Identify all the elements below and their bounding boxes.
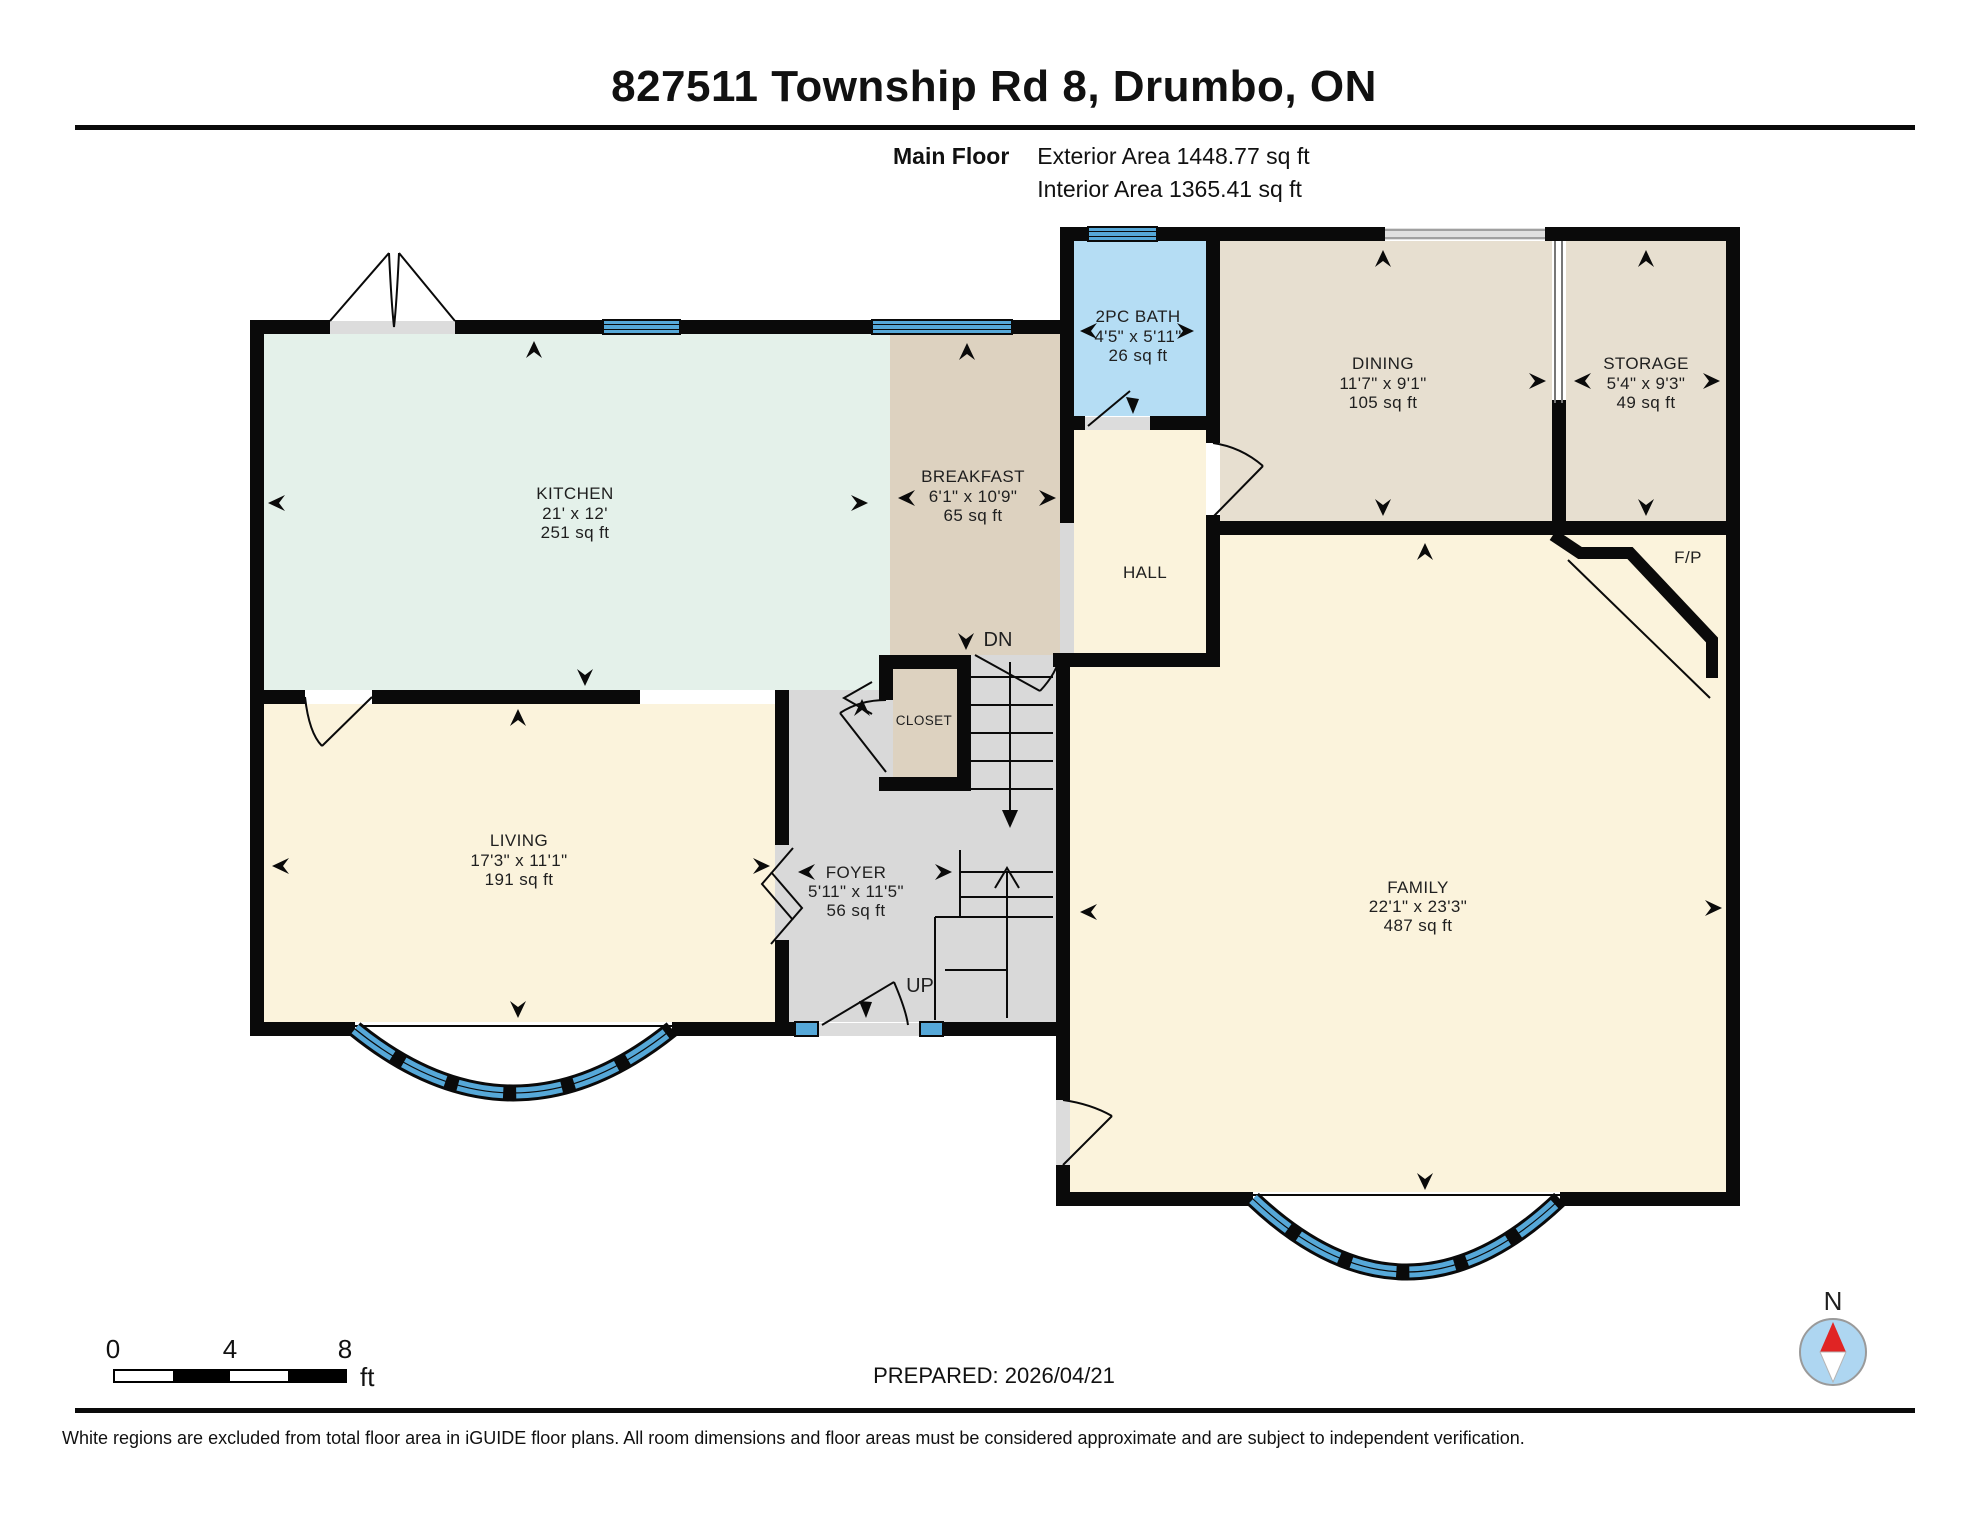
storage-label: STORAGE bbox=[1603, 354, 1689, 373]
divider-bottom bbox=[75, 1408, 1915, 1413]
prepared-date: PREPARED: 2026/04/21 bbox=[873, 1363, 1115, 1388]
dining-hall-door bbox=[1212, 442, 1264, 518]
stairs-up bbox=[934, 850, 1053, 1020]
bath-label: 2PC BATH bbox=[1095, 307, 1180, 326]
storage-dims: 5'4" x 9'3" bbox=[1607, 374, 1686, 393]
north-label: N bbox=[1824, 1286, 1843, 1316]
disclaimer-text: White regions are excluded from total fl… bbox=[62, 1428, 1525, 1448]
walls bbox=[250, 227, 1740, 1206]
living-area: 191 sq ft bbox=[485, 870, 554, 889]
kitchen-floor bbox=[264, 334, 890, 690]
breakfast-floor bbox=[890, 334, 1060, 655]
living-floor bbox=[264, 704, 775, 1022]
hall-floor bbox=[1074, 430, 1206, 653]
kitchen-area: 251 sq ft bbox=[541, 523, 610, 542]
compass-icon: N bbox=[1799, 1286, 1867, 1386]
living-foyer-opening bbox=[760, 847, 804, 945]
front-sidelight-left bbox=[794, 1021, 819, 1037]
dining-top-opening bbox=[1385, 228, 1545, 240]
scale-tick-4: 4 bbox=[222, 1334, 238, 1364]
room-labels: KITCHEN 21' x 12' 251 sq ft BREAKFAST 6'… bbox=[470, 307, 1701, 997]
family-label: FAMILY bbox=[1387, 878, 1449, 897]
dining-label: DINING bbox=[1352, 354, 1414, 373]
scale-tick-8: 8 bbox=[337, 1334, 353, 1364]
breakfast-label: BREAKFAST bbox=[921, 467, 1025, 486]
door-sills bbox=[330, 321, 1150, 1165]
closet-label: CLOSET bbox=[896, 713, 952, 728]
foyer-label: FOYER bbox=[826, 863, 887, 882]
area-summary: Exterior Area 1448.77 sq ft Interior Are… bbox=[1037, 140, 1309, 206]
front-door-arrow bbox=[859, 1001, 872, 1018]
family-bow-window bbox=[1247, 1192, 1566, 1281]
floor-label: Main Floor bbox=[893, 143, 1010, 169]
stairs-down-label: DN bbox=[984, 629, 1013, 651]
storage-area: 49 sq ft bbox=[1617, 393, 1676, 412]
scale-bar bbox=[113, 1369, 347, 1383]
windows bbox=[349, 226, 1566, 1281]
south-arrow bbox=[1819, 1351, 1847, 1384]
fireplace bbox=[1549, 530, 1718, 699]
divider-top bbox=[75, 125, 1915, 130]
family-floor bbox=[1070, 535, 1726, 1192]
front-sidelight-right bbox=[919, 1021, 944, 1037]
storage-floor bbox=[1566, 241, 1726, 521]
fireplace-label: F/P bbox=[1674, 548, 1702, 567]
scale-unit: ft bbox=[360, 1362, 375, 1392]
family-area: 487 sq ft bbox=[1384, 916, 1453, 935]
plan-details bbox=[304, 228, 1563, 1196]
living-label: LIVING bbox=[490, 831, 548, 850]
kitchen-dims: 21' x 12' bbox=[542, 504, 608, 523]
bath-dims: 4'5" x 5'11" bbox=[1094, 327, 1181, 346]
dining-floor bbox=[1220, 241, 1552, 521]
north-arrow bbox=[1820, 1322, 1846, 1352]
dining-area: 105 sq ft bbox=[1349, 393, 1418, 412]
kitchen-living-door bbox=[304, 696, 373, 747]
living-bow-window bbox=[349, 1022, 678, 1102]
hall-label: HALL bbox=[1123, 563, 1167, 582]
kitchen-label: KITCHEN bbox=[536, 484, 613, 503]
storage-door bbox=[1554, 241, 1563, 403]
bath-window bbox=[1087, 226, 1158, 242]
scale-tick-0: 0 bbox=[105, 1334, 121, 1364]
family-side-door bbox=[1062, 1099, 1113, 1166]
patio-door bbox=[329, 252, 456, 328]
exterior-area: Exterior Area 1448.77 sq ft bbox=[1037, 143, 1310, 169]
foyer-dims: 5'11" x 11'5" bbox=[808, 882, 904, 901]
family-dims: 22'1" x 23'3" bbox=[1369, 897, 1467, 916]
kitchen-window bbox=[602, 319, 681, 335]
breakfast-window bbox=[871, 319, 1013, 335]
stairs-down bbox=[967, 662, 1053, 828]
stairs-up-label: UP bbox=[906, 975, 934, 997]
floor-summary: Main Floor Exterior Area 1448.77 sq ft I… bbox=[893, 140, 1310, 206]
bow-chords bbox=[355, 1025, 1560, 1196]
breakfast-area: 65 sq ft bbox=[944, 506, 1003, 525]
closet-floor bbox=[893, 669, 957, 777]
bath-door bbox=[1087, 390, 1131, 427]
front-door bbox=[821, 981, 909, 1026]
interior-area: Interior Area 1365.41 sq ft bbox=[1037, 176, 1302, 202]
dining-dims: 11'7" x 9'1" bbox=[1339, 374, 1426, 393]
room-fills bbox=[264, 241, 1726, 1192]
bath-area: 26 sq ft bbox=[1109, 346, 1168, 365]
breakfast-dims: 6'1" x 10'9" bbox=[929, 487, 1018, 506]
page-title: 827511 Township Rd 8, Drumbo, ON bbox=[611, 62, 1377, 111]
basement-door bbox=[974, 654, 1061, 692]
living-dims: 17'3" x 11'1" bbox=[470, 851, 567, 870]
bath-door-arrow bbox=[1126, 397, 1139, 414]
foyer-area: 56 sq ft bbox=[827, 901, 886, 920]
